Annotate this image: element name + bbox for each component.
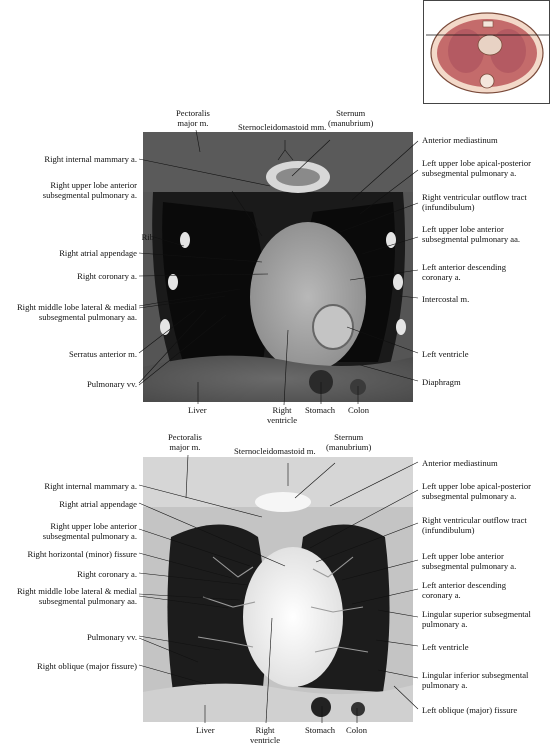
label-rib: Rib [141, 232, 154, 242]
label-rvot-2: Right ventricular outflow tract(infundib… [422, 515, 527, 535]
label-anterior-mediastinum: Anterior mediastinum [422, 135, 498, 145]
axial-reference-thumbnail [423, 0, 550, 104]
label-colon-2: Colon [346, 725, 368, 735]
label-right-coronary: Right coronary a. [77, 271, 137, 281]
coronal-ct-lung-window [143, 457, 413, 722]
label-right-internal-mammary-2: Right internal mammary a. [44, 481, 137, 491]
label-right-atrial-appendage: Right atrial appendage [59, 248, 137, 258]
axial-reference-drawing [426, 12, 549, 94]
label-left-oblique-fissure: Left oblique (major) fissure [422, 705, 518, 715]
label-pulmonary-veins: Pulmonary vv. [86, 379, 137, 389]
label-left-ventricle-2: Left ventricle [422, 642, 469, 652]
label-sternum-manubrium: Sternum(manubrium) [328, 108, 374, 128]
label-intercostal: Intercostal m. [422, 294, 470, 304]
label-rvot: Right ventricular outflow tract(infundib… [422, 192, 527, 212]
label-liver-2: Liver [196, 725, 215, 735]
label-serratus-anterior: Serratus anterior m. [68, 349, 137, 359]
label-right-coronary-2: Right coronary a. [77, 569, 137, 579]
label-right-oblique-fissure: Right oblique (major fissure) [36, 661, 137, 671]
label-right-internal-mammary: Right internal mammary a. [44, 154, 137, 164]
label-right-horizontal-fissure: Right horizontal (minor) fissure [27, 549, 137, 559]
label-sternocleidomastoid-2: Sternocleidomastoid m. [234, 446, 316, 456]
label-stomach-2: Stomach [305, 725, 336, 735]
label-right-atrial-appendage-2: Right atrial appendage [59, 499, 137, 509]
label-sternum-manubrium-2: Sternum(manubrium) [326, 432, 372, 452]
coronal-ct-soft-tissue-window [143, 132, 413, 402]
label-liver: Liver [188, 405, 207, 415]
label-sternocleidomastoid: Sternocleidomastoid mm. [238, 122, 327, 132]
label-stomach: Stomach [305, 405, 336, 415]
label-diaphragm: Diaphragm [422, 377, 461, 387]
label-pulmonary-veins-2: Pulmonary vv. [86, 632, 137, 642]
label-anterior-mediastinum-2: Anterior mediastinum [422, 458, 498, 468]
label-left-ventricle: Left ventricle [422, 349, 469, 359]
label-colon: Colon [348, 405, 370, 415]
